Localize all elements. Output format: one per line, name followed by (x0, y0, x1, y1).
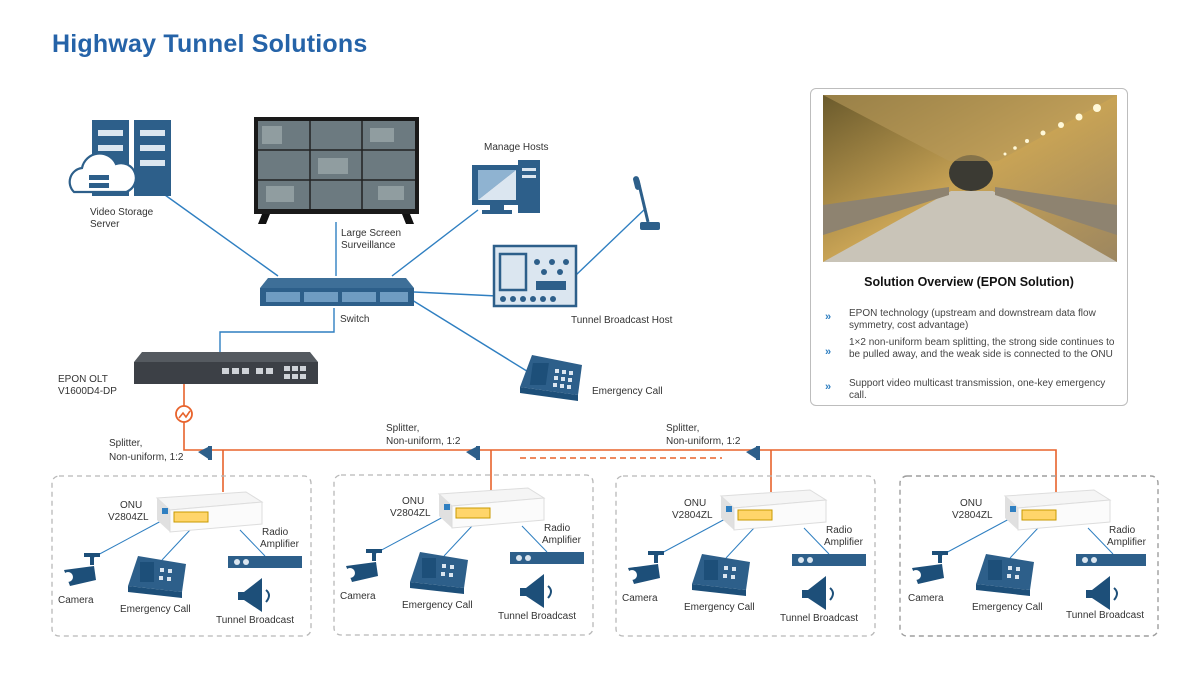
splitter-icon (466, 446, 480, 460)
large-screen-label: Large Screen (341, 228, 401, 239)
onu-group-4: ONU V2804ZL Radio Amplifier Camera Emerg… (899, 475, 1159, 637)
emergency-call-label: Emergency Call (972, 602, 1043, 613)
splitter-label-2: Non-uniform, 1:2 (666, 436, 741, 447)
radio-label: Radio (826, 525, 853, 536)
microphone-icon (633, 176, 660, 230)
onu-label: ONU (402, 496, 424, 507)
splitter-icon (746, 446, 760, 460)
video-storage-server-icon (68, 120, 171, 196)
onu-group-2: ONU V2804ZL Radio Amplifier Camera Emerg… (333, 474, 594, 636)
emergency-call-label: Emergency Call (402, 600, 473, 611)
tunnel-broadcast-host-icon (492, 244, 578, 308)
switch-icon (260, 278, 414, 306)
overview-point: » Support video multicast transmission, … (825, 378, 1106, 401)
solution-overview-panel: Solution Overview (EPON Solution) » EPON… (810, 88, 1128, 406)
camera-label: Camera (58, 595, 94, 606)
large-screen-label-2: Surveillance (341, 240, 396, 251)
radio-label-2: Amplifier (260, 539, 300, 550)
loudspeaker-icon (238, 578, 270, 612)
radio-amplifier-icon (510, 552, 584, 564)
switch-label: Switch (340, 314, 369, 325)
camera-label: Camera (340, 591, 376, 602)
radio-amplifier-icon (228, 556, 302, 568)
video-storage-label-2: Server (90, 219, 120, 230)
overview-point: » EPON technology (upstream and downstre… (825, 308, 1096, 331)
splitter-label: Splitter, (666, 423, 699, 434)
tunnel-broadcast-label: Tunnel Broadcast (498, 611, 576, 622)
splitter-label-2: Non-uniform, 1:2 (109, 452, 184, 463)
onu-group-3: ONU V2804ZL Radio Amplifier Camera Emerg… (615, 475, 876, 637)
olt-label-2: V1600D4-DP (58, 386, 117, 397)
camera-icon (345, 549, 382, 582)
manage-hosts-label: Manage Hosts (484, 142, 548, 153)
chevron-right-icon: » (825, 346, 832, 358)
radio-label-2: Amplifier (1107, 537, 1147, 548)
onu-label: ONU (684, 498, 706, 509)
chevron-right-icon: » (825, 381, 832, 393)
core-links (164, 194, 647, 374)
loudspeaker-icon (802, 576, 834, 610)
overview-point: » 1×2 non-uniform beam splitting, the st… (825, 337, 1115, 360)
camera-label: Camera (908, 593, 944, 604)
onu-label: ONU (960, 498, 982, 509)
onu-device-icon (155, 491, 264, 533)
emergency-phone-icon (410, 552, 468, 594)
onu-model-label: V2804ZL (952, 510, 993, 521)
chevron-right-icon: » (825, 311, 832, 323)
emergency-phone-icon (520, 355, 582, 401)
olt-label: EPON OLT (58, 374, 108, 385)
splitter-label: Splitter, (386, 423, 419, 434)
radio-amplifier-icon (1076, 554, 1146, 566)
radio-label-2: Amplifier (542, 535, 582, 546)
onu-device-icon (719, 489, 828, 531)
camera-icon (63, 553, 100, 586)
radio-label: Radio (262, 527, 289, 538)
radio-label: Radio (544, 523, 571, 534)
onu-group-1: ONU V2804ZL Radio Amplifier Camera Emerg… (51, 475, 312, 637)
loudspeaker-icon (520, 574, 552, 608)
radio-label: Radio (1109, 525, 1136, 536)
tunnel-broadcast-label: Tunnel Broadcast (216, 615, 294, 626)
radio-amplifier-icon (792, 554, 866, 566)
core-emergency-call-label: Emergency Call (592, 386, 663, 397)
onu-model-label: V2804ZL (390, 508, 431, 519)
emergency-call-label: Emergency Call (120, 604, 191, 615)
manage-hosts-icon (472, 160, 540, 214)
tunnel-photo (823, 95, 1117, 262)
video-storage-label: Video Storage (90, 207, 154, 218)
emergency-phone-icon (128, 556, 186, 598)
tunnel-broadcast-host-label: Tunnel Broadcast Host (571, 315, 673, 326)
splitter-label-2: Non-uniform, 1:2 (386, 436, 461, 447)
tunnel-broadcast-label: Tunnel Broadcast (780, 613, 858, 624)
overview-title: Solution Overview (EPON Solution) (864, 275, 1074, 289)
splitter-label: Splitter, (109, 438, 142, 449)
emergency-call-label: Emergency Call (684, 602, 755, 613)
loudspeaker-icon (1086, 576, 1118, 610)
radio-label-2: Amplifier (824, 537, 864, 548)
emergency-phone-icon (692, 554, 750, 596)
page-title: Highway Tunnel Solutions (52, 30, 368, 58)
splitter-icon (198, 446, 212, 460)
onu-model-label: V2804ZL (672, 510, 713, 521)
onu-device-icon (1003, 489, 1112, 531)
onu-label: ONU (120, 500, 142, 511)
onu-device-icon (437, 487, 546, 529)
emergency-phone-icon (976, 554, 1034, 596)
onu-model-label: V2804ZL (108, 512, 149, 523)
camera-icon (911, 551, 948, 584)
large-screen-icon (254, 117, 419, 224)
epon-olt-icon (134, 352, 318, 384)
camera-label: Camera (622, 593, 658, 604)
tunnel-broadcast-label: Tunnel Broadcast (1066, 610, 1144, 621)
camera-icon (627, 551, 664, 584)
fiber-coupler-icon (175, 405, 193, 423)
